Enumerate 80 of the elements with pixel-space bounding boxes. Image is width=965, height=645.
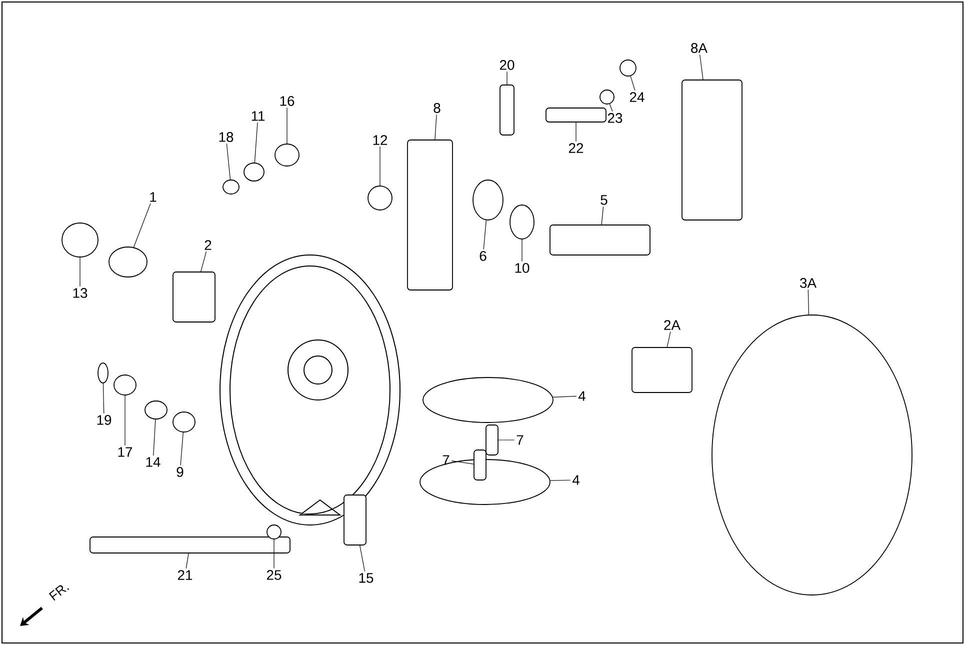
callout-number: 20 [500,60,514,70]
leader-line [506,71,508,85]
nut-drawing [62,222,98,258]
leader-line [186,553,189,569]
washer-drawing [172,412,196,432]
plate-drawing [472,180,504,220]
callout-number: 13 [73,288,88,298]
leader-line [483,220,486,250]
callout-number: 7 [442,455,450,465]
callout-number: 17 [118,447,132,457]
direction-label: FR. [48,585,70,601]
leader-line [808,289,810,315]
cotter-pin-drawing [98,362,108,384]
leader-line [226,143,231,180]
callout-number: 6 [480,251,486,261]
spring-drawing [474,450,486,480]
leader-line [552,396,577,398]
leader-line [254,122,258,163]
leader-line [124,395,126,446]
leader-line [153,419,156,456]
callout-number: 14 [146,457,160,467]
brake-panel-drawing [712,314,912,596]
cam-drawing [550,224,650,256]
leader-line [286,107,288,144]
callout-number: 7 [516,435,524,445]
leader-line [133,203,151,248]
brake-arm-drawing [682,80,742,220]
leader-line [601,206,604,225]
leader-line [666,331,671,348]
callout-number: 24 [630,92,644,102]
callout-number: 4 [578,391,586,401]
callout-number: 23 [608,113,622,123]
callout-number: 22 [568,143,584,153]
nut-drawing [274,144,300,166]
eye-bolt-drawing [108,246,148,278]
spring-drawing [546,108,606,122]
callout-number: 9 [176,467,184,477]
callout-number: 11 [252,111,265,121]
bolt-drawing [500,84,514,136]
callout-number: 10 [515,263,530,273]
callout-number: 19 [97,415,112,425]
bolt-drawing [344,494,366,546]
collar-drawing [172,272,216,322]
collar-drawing [632,347,692,393]
callout-number: 21 [178,570,192,580]
callout-number: 2A [664,320,680,330]
leader-line [434,114,437,140]
leader-line [550,480,571,481]
callout-number: 3A [800,278,816,288]
nut-drawing [114,374,136,396]
spring-drawing [486,424,498,456]
callout-number: 16 [280,96,294,106]
callout-number: 18 [219,132,234,142]
washer-drawing [222,180,240,194]
callout-number: 8A [691,43,708,53]
pin-drawing [600,90,614,104]
washer-drawing [266,524,282,540]
callout-number: 25 [266,570,282,580]
brake-arm-drawing [407,140,453,290]
leader-line [630,76,636,91]
leader-line [102,383,104,414]
ring-drawing [510,204,534,240]
callout-number: 4 [572,475,580,485]
leader-line [180,432,184,466]
nut-drawing [620,60,636,76]
nut-drawing [368,186,392,210]
callout-number: 2 [204,240,212,250]
callout-number: 15 [359,573,374,583]
callout-number: 5 [600,195,608,205]
callout-number: 1 [150,192,156,202]
callout-number: 12 [373,135,388,145]
leader-line [609,104,613,112]
brake-shoe-drawing [422,377,554,423]
leader-line [700,54,704,80]
nut-drawing [244,162,264,182]
washer-drawing [144,400,168,420]
callout-number: 8 [434,103,440,113]
leader-line [200,251,207,272]
leader-line [451,460,474,464]
leader-line [360,545,366,572]
